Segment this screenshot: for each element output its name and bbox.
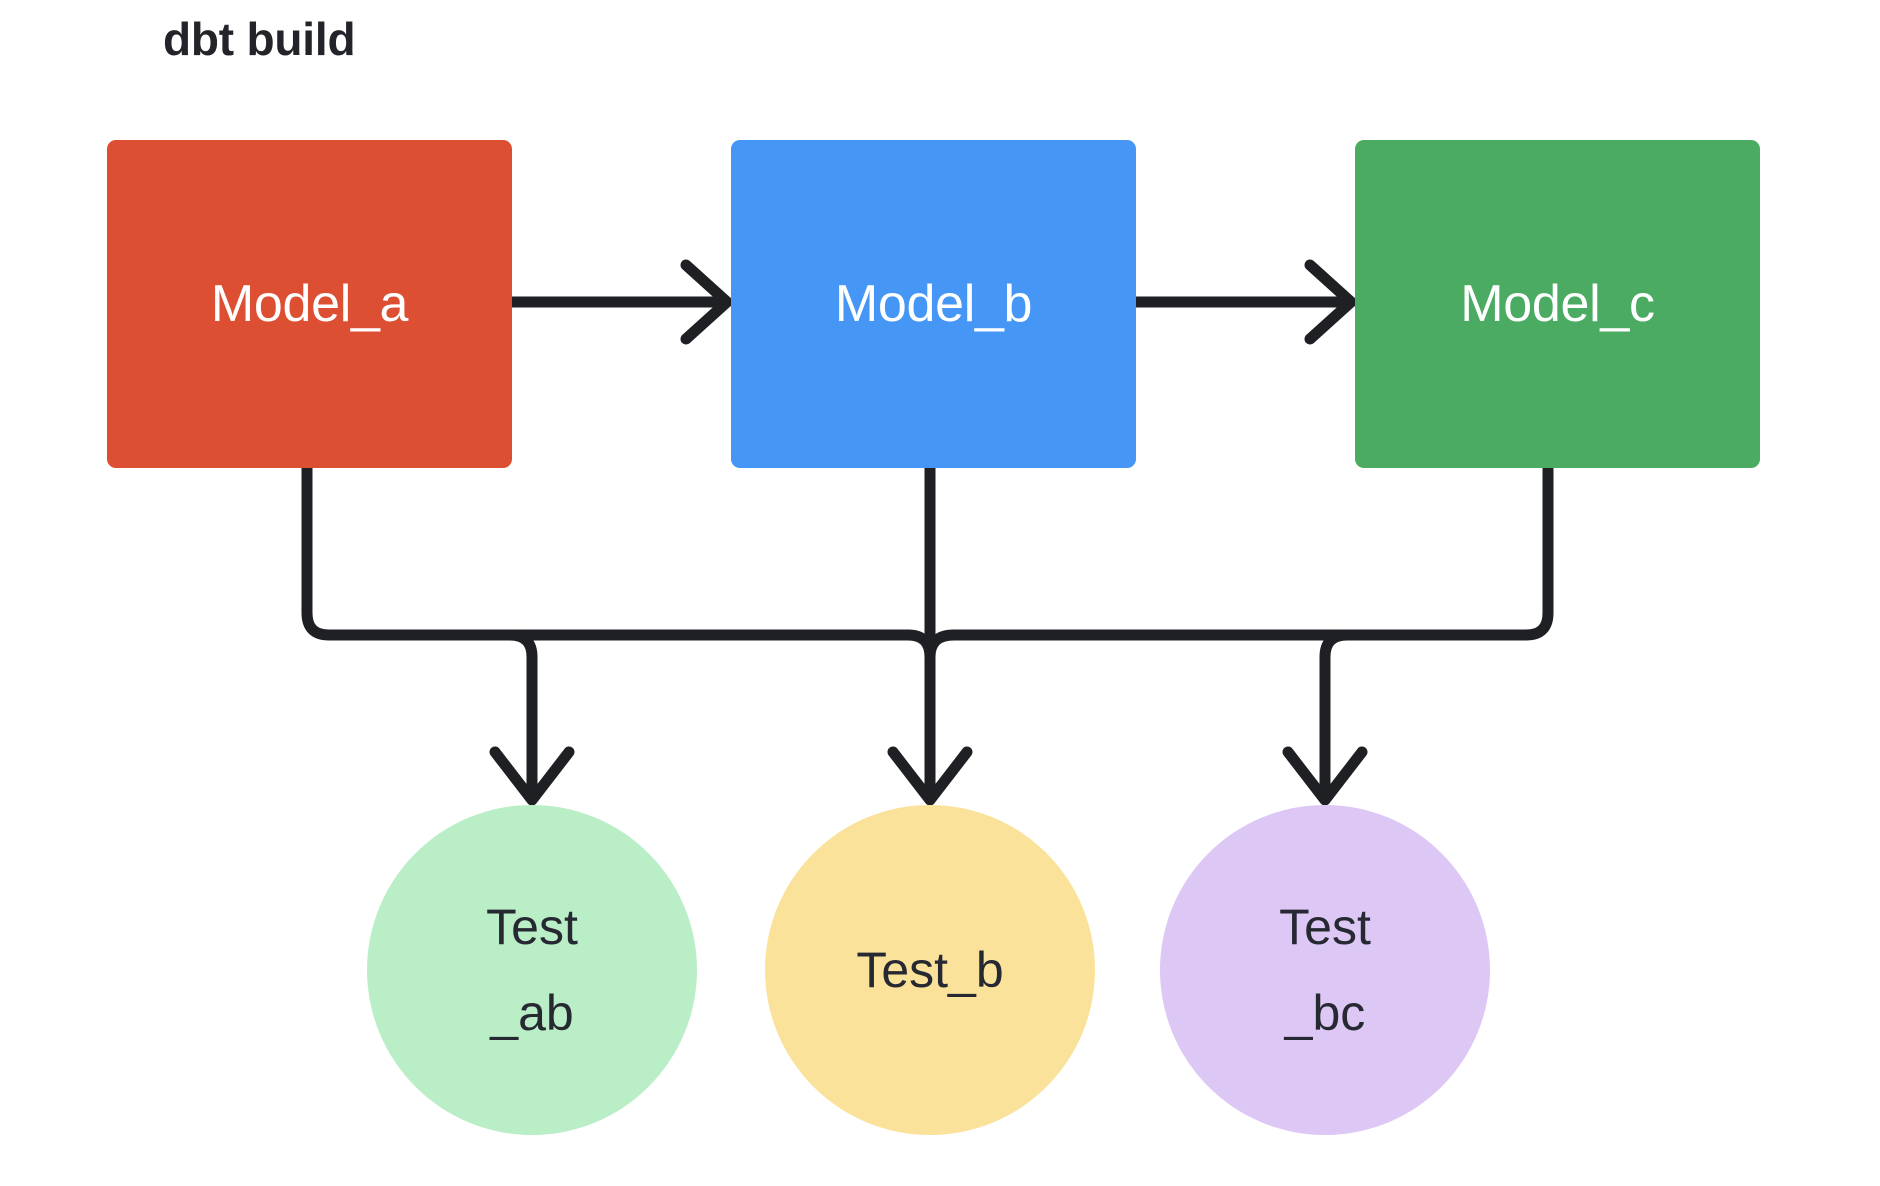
- edge-branch-test-ab: [489, 629, 575, 806]
- node-model-c-label: Model_c: [1460, 275, 1655, 333]
- diagram-title: dbt build: [163, 13, 356, 65]
- edge-branch-test-bc: [1282, 629, 1368, 806]
- node-model-a[interactable]: Model_a: [107, 140, 512, 468]
- node-test-b[interactable]: Test_b: [765, 805, 1095, 1135]
- node-test-b-label: Test_b: [856, 942, 1004, 998]
- node-model-b-label: Model_b: [834, 275, 1033, 333]
- edge-model-b-to-test-b: [887, 462, 973, 806]
- node-test-ab[interactable]: Test _ab: [367, 805, 697, 1135]
- node-model-b[interactable]: Model_b: [731, 140, 1136, 468]
- node-model-a-label: Model_a: [210, 275, 409, 333]
- edge-model-b-to-model-c: [1130, 259, 1357, 345]
- edge-model-a-to-model-b: [506, 259, 733, 345]
- edge-bus-kink: [902, 629, 960, 663]
- node-test-ab-label: Test _ab: [486, 899, 578, 1041]
- node-model-c[interactable]: Model_c: [1355, 140, 1760, 468]
- node-test-bc[interactable]: Test _bc: [1160, 805, 1490, 1135]
- edge-model-a-to-test-ab: [301, 462, 516, 641]
- edge-model-c-to-test-bc: [1341, 462, 1554, 641]
- node-test-bc-label: Test _bc: [1279, 899, 1371, 1041]
